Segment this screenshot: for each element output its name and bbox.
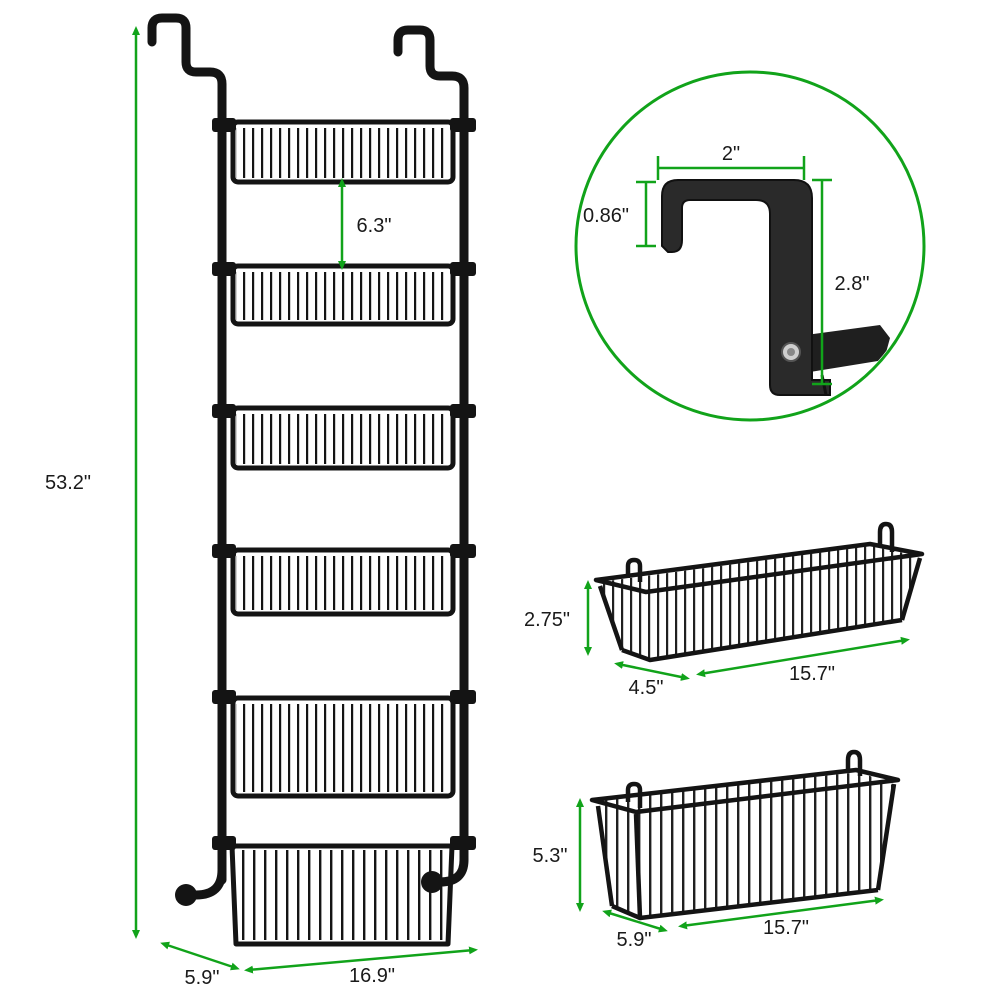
small-basket-height-label: 2.75" <box>524 609 570 631</box>
shelf-spacing-label: 6.3" <box>357 215 392 237</box>
main-rack-dimensions <box>132 26 478 974</box>
rack-width-label: 16.9" <box>349 965 395 987</box>
small-basket-length-label: 15.7" <box>789 663 835 685</box>
large-basket-height-label: 5.3" <box>533 845 568 867</box>
basket-2 <box>230 263 456 327</box>
right-door-hook <box>393 25 469 125</box>
basket-4 <box>230 547 456 617</box>
hook-width-label: 2" <box>722 143 740 165</box>
basket-1 <box>230 119 456 185</box>
basket-5 <box>230 695 456 799</box>
large-basket <box>589 749 901 921</box>
small-basket <box>593 521 925 663</box>
small-basket-dimensions <box>584 580 910 681</box>
large-basket-depth-label: 5.9" <box>617 929 652 951</box>
large-basket-length-label: 15.7" <box>763 917 809 939</box>
shelf-brackets <box>212 118 476 850</box>
hook-closeup <box>661 179 831 396</box>
rack-depth-label: 5.9" <box>185 967 220 989</box>
left-door-hook <box>147 13 227 115</box>
large-basket-dimensions <box>576 798 884 933</box>
small-basket-depth-label: 4.5" <box>629 677 664 699</box>
door-rack <box>147 13 469 900</box>
left-bumper <box>175 884 197 906</box>
hook-lip-label: 0.86" <box>583 205 629 227</box>
hook-height-label: 2.8" <box>835 273 870 295</box>
left-foot <box>191 865 227 900</box>
basket-6 <box>229 843 455 947</box>
basket-3 <box>230 405 456 471</box>
total-height-label: 53.2" <box>45 472 91 494</box>
hook-detail-callout: 2" 0.86" 2.8" <box>574 70 926 422</box>
